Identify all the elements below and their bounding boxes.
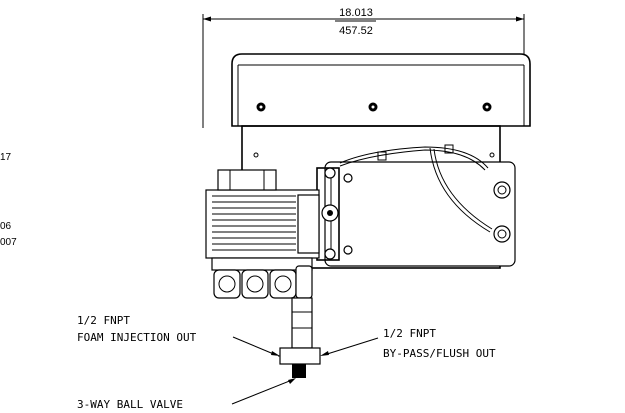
electric-motor (316, 146, 516, 267)
three-way-ball-valve (278, 347, 321, 378)
outlet-pipe (291, 297, 313, 349)
dimension-millimeters: 457.52 (339, 25, 373, 37)
valve-handle (292, 364, 306, 378)
terminal-cap-lower (493, 225, 511, 243)
motor-wire-1 (339, 146, 489, 169)
motor-wire-2 (339, 149, 486, 171)
dimension-inches: 18.013 (339, 7, 373, 19)
foam-size-label: 1/2 FNPT (77, 314, 130, 327)
arrowhead-left-icon (203, 16, 211, 22)
terminal-cap-upper (493, 181, 511, 199)
guard-outline (231, 53, 531, 127)
cable-clamp (444, 144, 454, 154)
motor-wire-3 (429, 147, 491, 233)
left-edge-fragments: 17 06 007 (0, 152, 17, 248)
valve-body (279, 347, 321, 365)
arrowhead-right-icon (516, 16, 524, 22)
ball-valve-label: 3-WAY BALL VALVE (77, 398, 183, 411)
mount-hole-2 (489, 152, 495, 158)
fragment-2: 06 (0, 221, 12, 232)
bypass-leader (323, 337, 379, 356)
foam-leader (232, 336, 277, 356)
pump-cooling-fins (212, 195, 296, 251)
bypass-size-label: 1/2 FNPT (383, 327, 436, 340)
foam-injection-label: FOAM INJECTION OUT (77, 331, 197, 344)
pump-coupling (297, 194, 320, 254)
guard-bolt-left (256, 102, 266, 112)
bypass-arrow-icon (320, 351, 329, 356)
pump-top-cap (217, 169, 277, 191)
fragment-3: 007 (0, 237, 17, 248)
mount-hole-1 (253, 152, 259, 158)
bypass-flush-label: BY-PASS/FLUSH OUT (383, 347, 496, 360)
motor-body (324, 161, 516, 267)
valve-arrow-icon (288, 378, 296, 384)
motor-fasteners (321, 167, 353, 260)
motor-wire-4 (433, 148, 493, 230)
callout-labels: 1/2 FNPT FOAM INJECTION OUT 1/2 FNPT BY-… (77, 314, 496, 411)
guard-bolt-center (368, 102, 378, 112)
pump-head (205, 169, 320, 349)
fragment-1: 17 (0, 152, 12, 163)
valve-leader (231, 379, 293, 405)
overall-width-dimension: 18.013 457.52 (202, 7, 525, 128)
foam-arrow-icon (271, 351, 280, 356)
top-guard-housing (231, 53, 531, 127)
callout-leaders (231, 336, 379, 405)
pump-manifold-heads (213, 265, 313, 299)
guard-bolt-right (482, 102, 492, 112)
